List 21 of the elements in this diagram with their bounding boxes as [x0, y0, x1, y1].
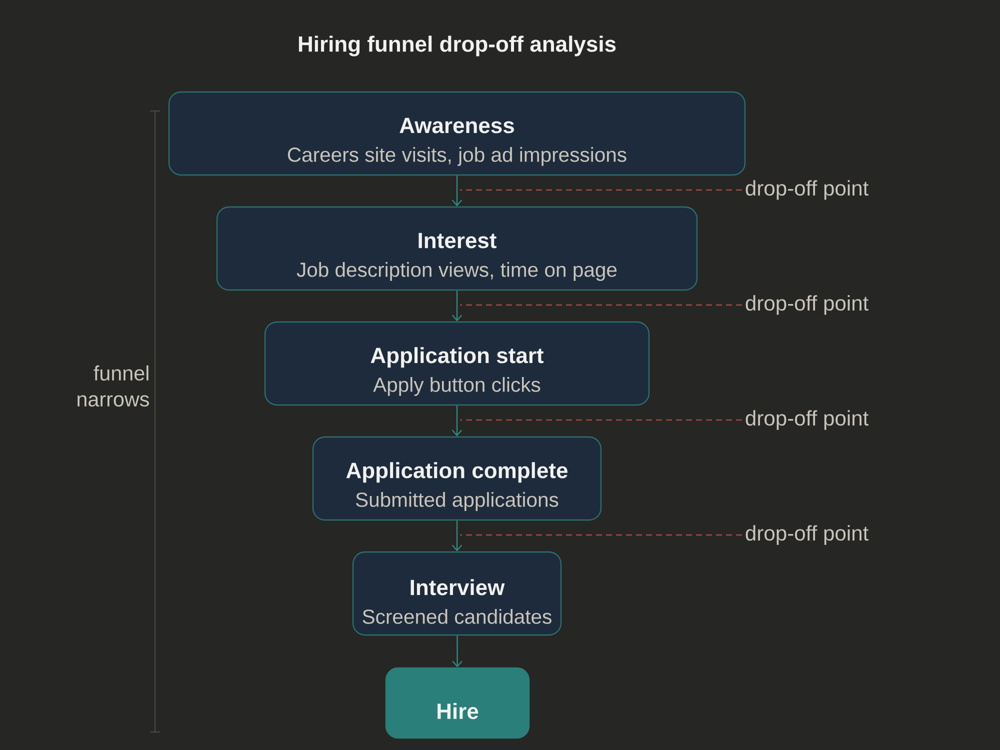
title: Hiring funnel drop-off analysis [298, 36, 616, 56]
final-stage-box: Hire [385, 667, 530, 739]
stage-box: Application complete Submitted applications [312, 436, 602, 521]
stage-box: Interest Job description views, time on page [216, 206, 698, 291]
arrow [452, 176, 462, 206]
leader-line [460, 534, 742, 536]
stage-box: Application start Apply button clicks [264, 321, 650, 406]
annotation-text: drop-off point [746, 180, 868, 200]
leader-line [460, 304, 742, 306]
annotation-text: drop-off point [746, 525, 868, 545]
arrow [452, 520, 462, 552]
arrow [452, 406, 462, 436]
bracket-label: funnel narrows [78, 365, 149, 407]
stage-box: Interview Screened candidates [352, 551, 562, 636]
arrow [452, 636, 462, 668]
annotation-text: drop-off point [746, 295, 868, 315]
leader-line [460, 189, 742, 191]
annotation-text: drop-off point [746, 410, 868, 430]
arrow [452, 290, 462, 322]
leader-line [460, 419, 742, 421]
stage-box: Awareness Careers site visits, job ad impressions [168, 91, 746, 176]
